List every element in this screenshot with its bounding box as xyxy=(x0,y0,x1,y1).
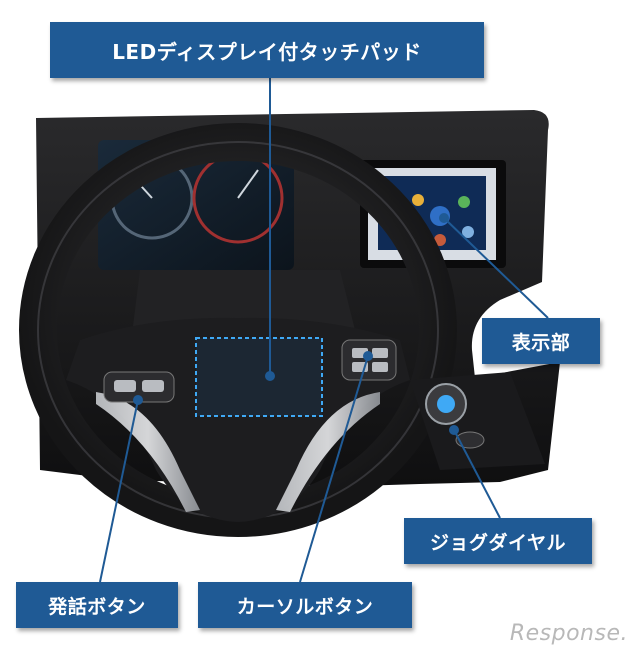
display-label: 表示部 xyxy=(482,318,600,364)
watermark-logo: Response. xyxy=(509,621,628,646)
talk-button-label: 発話ボタン xyxy=(16,582,178,628)
jog-dial-label: ジョグダイヤル xyxy=(404,518,592,564)
touchpad-highlight xyxy=(195,337,323,417)
cursor-button-label: カーソルボタン xyxy=(198,582,412,628)
callout-lines xyxy=(99,78,549,583)
touchpad-label: LEDディスプレイ付タッチパッド xyxy=(50,22,484,78)
steering-wheel-hub xyxy=(66,317,410,522)
